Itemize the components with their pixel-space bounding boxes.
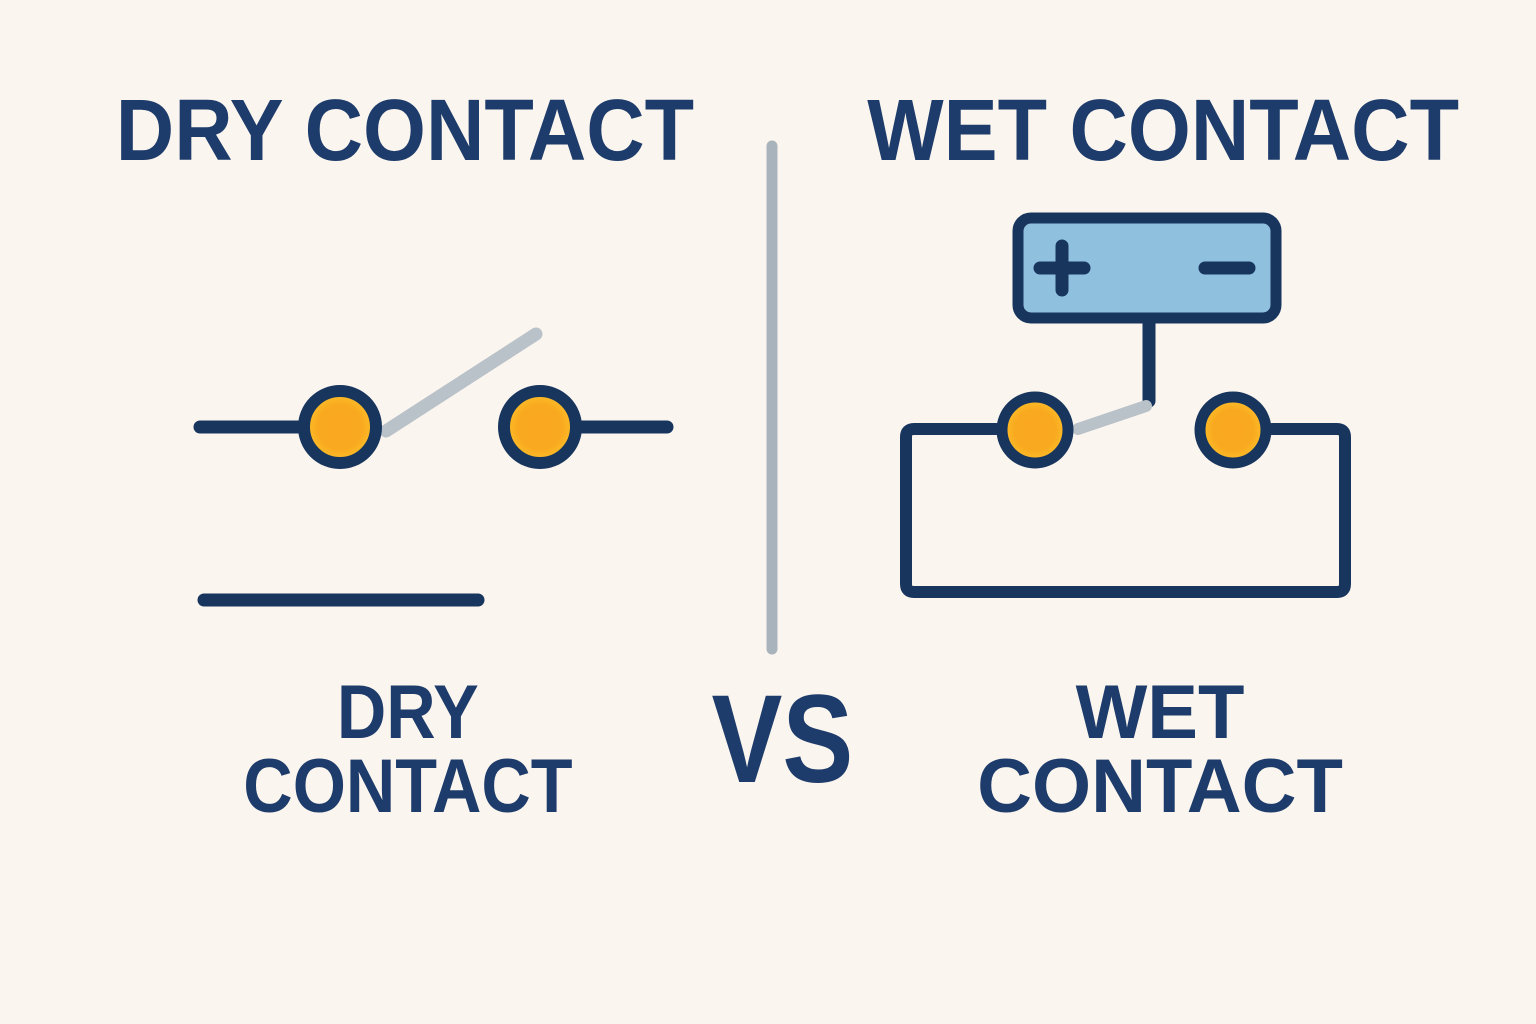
heading-wet-contact: WET CONTACT [763,87,1536,174]
label-dry-contact: DRY CONTACT [8,670,808,829]
contact-terminal-icon [996,391,1074,469]
label-versus: VS [382,670,1182,809]
contact-terminal-icon [498,385,582,469]
circuit-loop-wire [900,423,1351,598]
wet-contact-circuit-icon [900,212,1351,598]
label-dry-line1: DRY [337,670,479,755]
heading-wet-contact-text: WET CONTACT [867,82,1459,179]
switch-lever-icon [1072,400,1152,435]
label-dry-line2: CONTACT [243,744,573,829]
label-wet-contact: WET CONTACT [760,670,1536,829]
contact-terminal-icon [1194,391,1272,469]
contact-terminal-icon [298,385,382,469]
label-wet-line1: WET [1075,670,1245,755]
battery-plus-icon [1033,239,1091,297]
battery-icon [1012,212,1282,324]
label-wet-line2: CONTACT [977,744,1343,829]
heading-dry-contact: DRY CONTACT [5,87,805,174]
label-versus-text: VS [711,670,853,809]
dry-contact-switch-icon [193,327,674,607]
heading-dry-contact-text: DRY CONTACT [115,82,695,179]
switch-lever-icon [379,327,543,438]
